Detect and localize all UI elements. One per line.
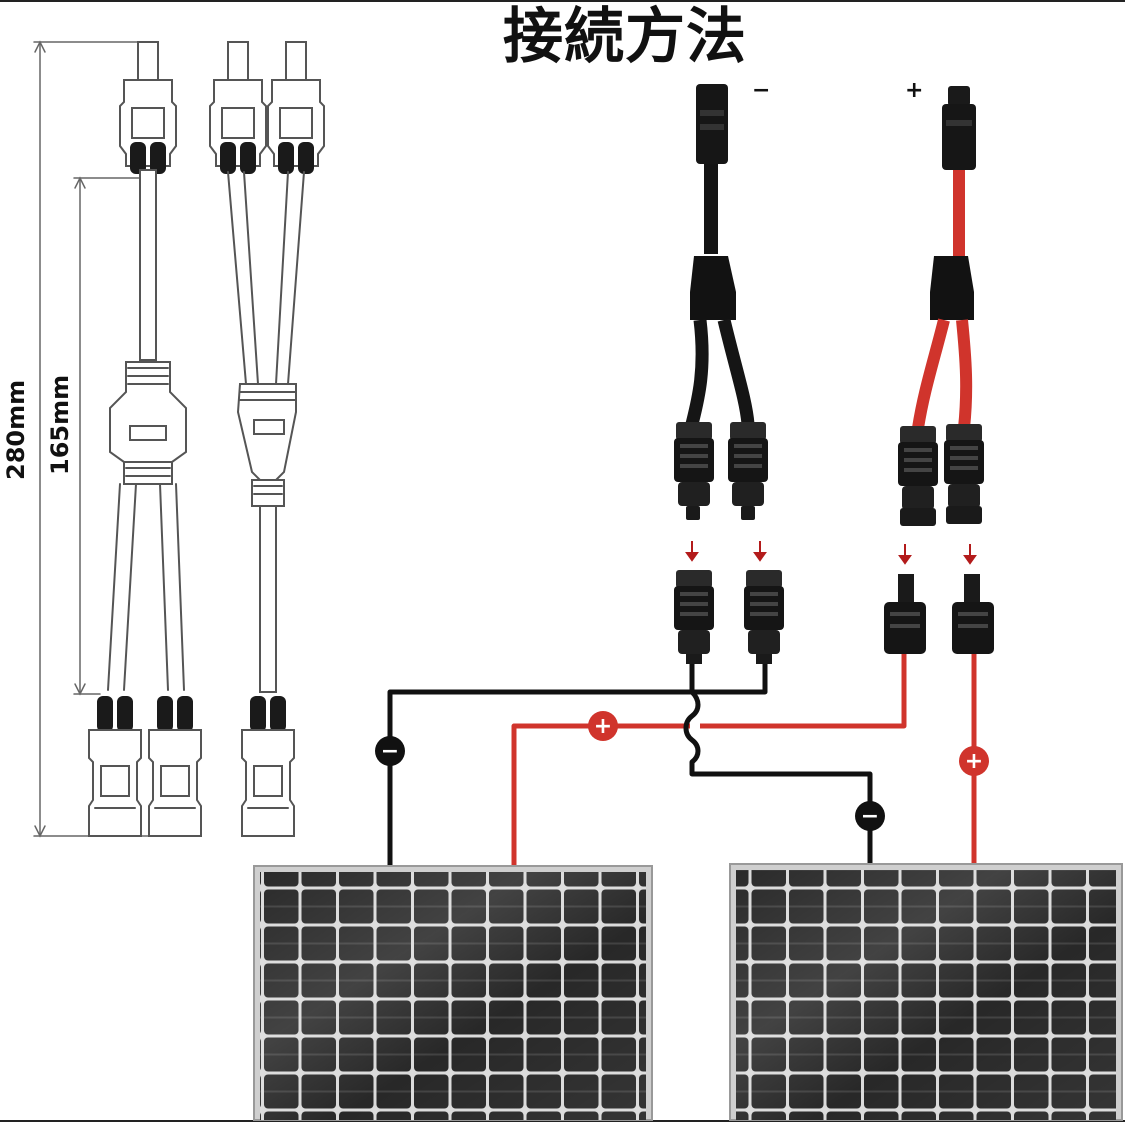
branch-top-plug-b2 [267, 41, 325, 175]
positive-polarity-label: + [905, 78, 924, 103]
page-title: 接続方法 [503, 2, 747, 72]
svg-text:−: − [861, 804, 879, 829]
mc4-connector-icon [674, 570, 714, 664]
mc4-connector-icon [952, 574, 994, 654]
mc4-connector-icon [884, 574, 926, 654]
single-bottom-plug-b [241, 695, 295, 837]
polarity-badges: − + − + [375, 711, 989, 831]
down-arrow-icon [753, 541, 767, 562]
down-arrow-icons [685, 541, 977, 565]
branch-bottom-plug-a2 [148, 695, 202, 837]
positive-y-branch-cable [898, 86, 984, 526]
wiring [387, 654, 977, 866]
down-arrow-icon [898, 544, 912, 565]
line-art-y-connector-diagram [33, 40, 325, 838]
branch-bottom-plug-a1 [88, 695, 142, 837]
negative-badge-right: − [855, 801, 885, 831]
down-arrow-icon [685, 541, 699, 562]
down-arrow-icon [963, 544, 977, 565]
positive-badge-left: + [588, 711, 618, 741]
negative-badge-left: − [375, 736, 405, 766]
positive-badge-right: + [959, 746, 989, 776]
negative-wire-jumper [683, 664, 873, 866]
svg-text:+: + [965, 749, 983, 774]
branch-top-plug-b1 [209, 41, 267, 175]
single-top-plug-a [119, 41, 177, 175]
negative-y-branch-cable [674, 84, 768, 520]
solar-panel-right [729, 863, 1123, 1121]
top-border [0, 0, 1125, 2]
positive-wire-left [511, 654, 907, 866]
svg-text:+: + [594, 714, 612, 739]
panel-mc4-connectors [674, 570, 994, 664]
negative-wire-left [387, 664, 768, 866]
negative-polarity-label: − [752, 78, 771, 103]
mc4-connector-icon [744, 570, 784, 664]
solar-panel-left [253, 865, 653, 1121]
svg-text:−: − [381, 739, 399, 764]
